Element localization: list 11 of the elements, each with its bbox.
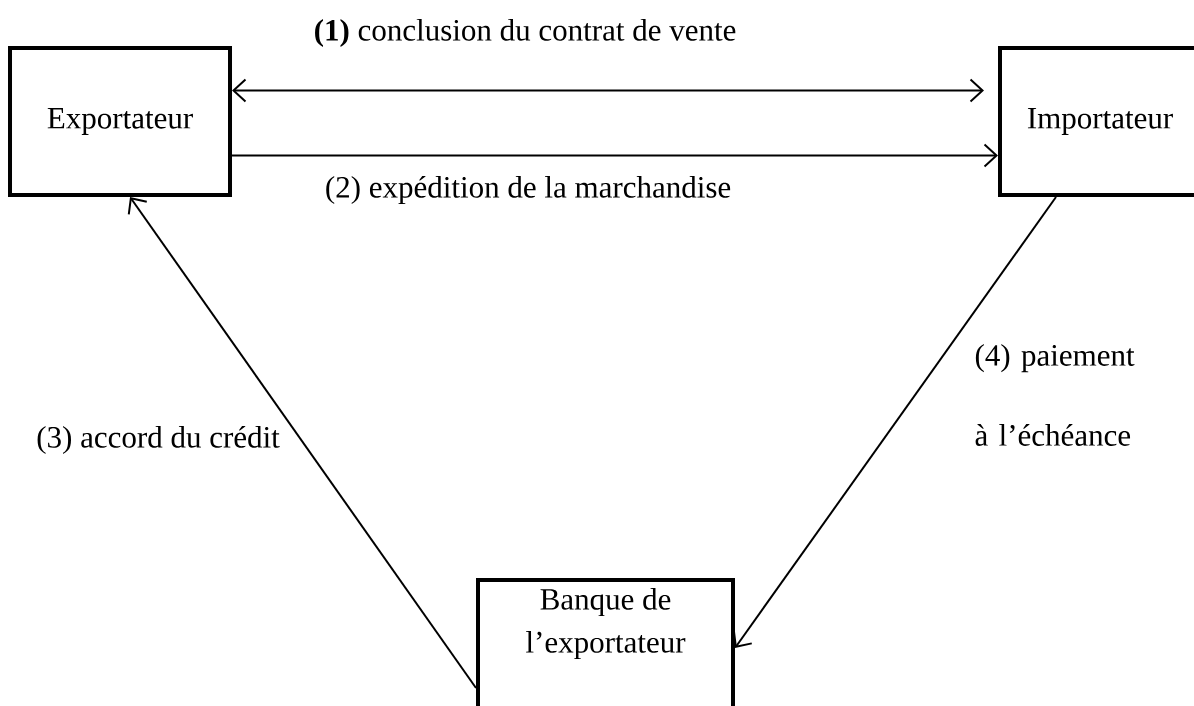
arrow [231,143,998,168]
arrow [127,197,477,689]
box: Banque de l’exportateur [476,578,735,706]
edge-label: (2) expédition de la marchandise [326,175,731,205]
arrow [232,78,984,103]
box: Exportateur [8,46,232,197]
edge-label: (1) conclusion du contrat de vente [315,18,736,48]
edge-label: (4) paiement à l’échéance [975,344,1135,446]
edge-label: (3) accord du crédit [37,425,280,455]
arrow [732,196,1057,648]
box: Importateur [998,46,1194,197]
